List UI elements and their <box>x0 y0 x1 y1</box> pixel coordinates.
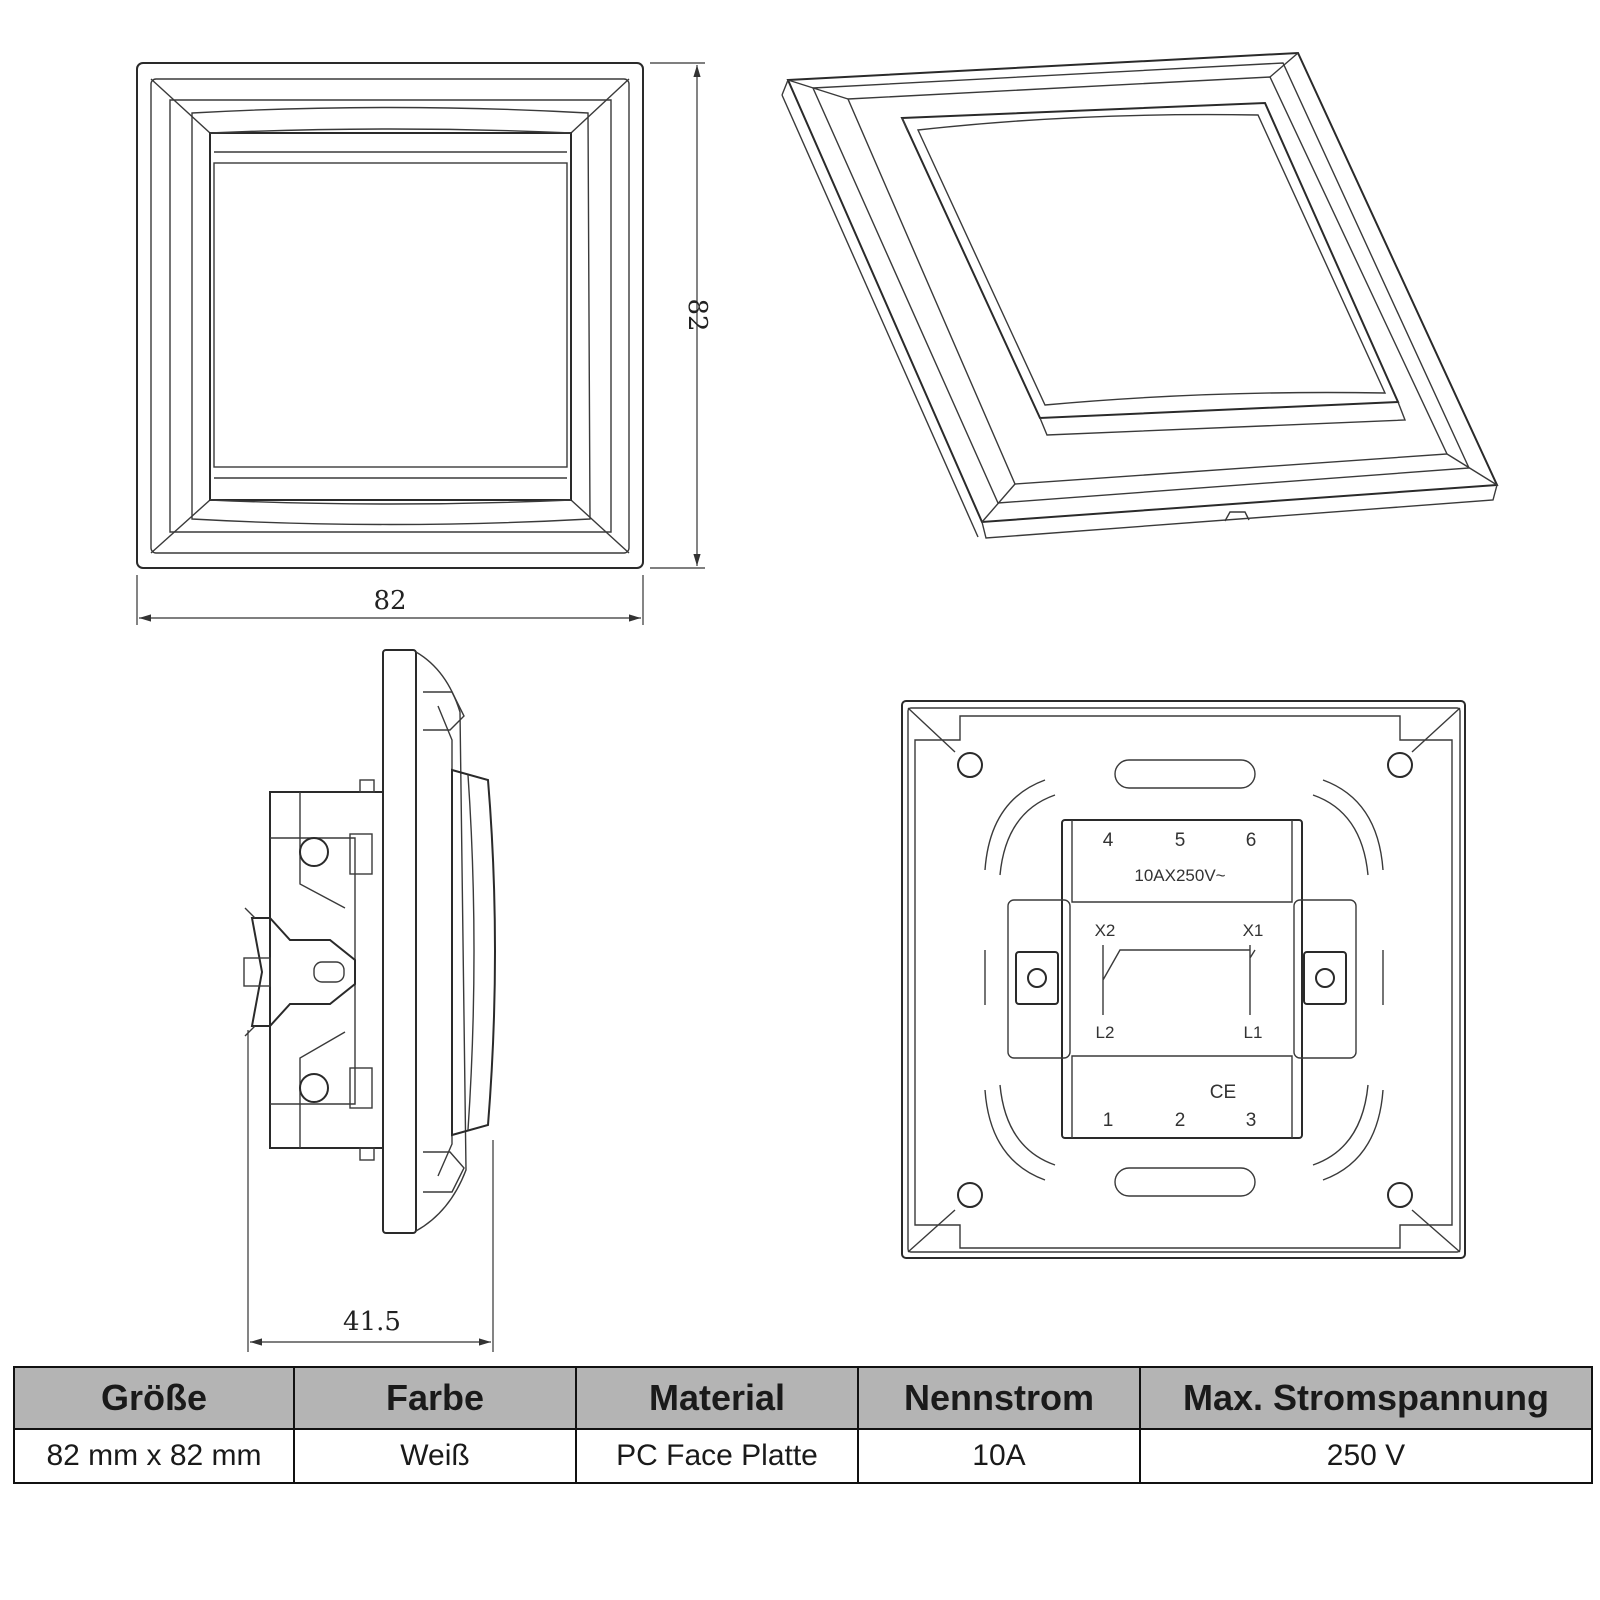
header-material: Material <box>575 1366 859 1430</box>
terminal-1: 1 <box>1103 1110 1114 1131</box>
ce-mark: CE <box>1210 1082 1236 1103</box>
side-view <box>243 649 496 1234</box>
front-dimension-width: 82 <box>136 575 644 625</box>
front-dimension-height: 82 <box>650 62 712 569</box>
value-rated-current: 10A <box>857 1428 1141 1484</box>
x2-label: X2 <box>1095 921 1116 940</box>
l1-label: L1 <box>1244 1023 1263 1042</box>
spec-value-row: 82 mm x 82 mm Weiß PC Face Platte 10A 25… <box>13 1428 1593 1484</box>
value-max-voltage: 250 V <box>1139 1428 1593 1484</box>
terminal-5: 5 <box>1175 830 1186 851</box>
value-size: 82 mm x 82 mm <box>13 1428 295 1484</box>
front-view <box>136 62 644 569</box>
rear-view: CE 4 5 6 10AX250V~ X2 X1 L2 L1 1 2 3 <box>901 700 1466 1259</box>
terminal-2: 2 <box>1175 1110 1186 1131</box>
terminal-4: 4 <box>1103 830 1114 851</box>
isometric-view <box>781 51 1499 539</box>
header-max-voltage: Max. Stromspannung <box>1139 1366 1593 1430</box>
side-dimension-depth: 41.5 <box>247 1030 494 1352</box>
header-rated-current: Nennstrom <box>857 1366 1141 1430</box>
rating-label: 10AX250V~ <box>1134 866 1225 885</box>
spec-table: Größe Farbe Material Nennstrom Max. Stro… <box>13 1366 1593 1484</box>
terminal-3: 3 <box>1246 1110 1257 1131</box>
terminal-6: 6 <box>1246 830 1257 851</box>
width-label: 82 <box>373 586 406 616</box>
value-material: PC Face Platte <box>575 1428 859 1484</box>
technical-drawing: 82 82 <box>136 51 1499 1352</box>
header-size: Größe <box>13 1366 295 1430</box>
depth-label: 41.5 <box>343 1307 401 1337</box>
l2-label: L2 <box>1096 1023 1115 1042</box>
height-label: 82 <box>682 298 712 331</box>
x1-label: X1 <box>1243 921 1264 940</box>
header-color: Farbe <box>293 1366 577 1430</box>
spec-header-row: Größe Farbe Material Nennstrom Max. Stro… <box>13 1366 1593 1430</box>
value-color: Weiß <box>293 1428 577 1484</box>
